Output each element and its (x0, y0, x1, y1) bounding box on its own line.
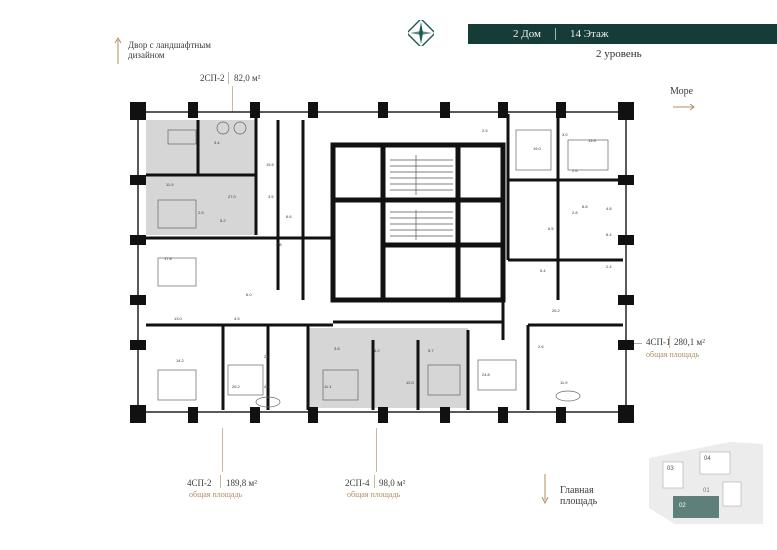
room-label: 4.5 (264, 384, 270, 389)
floor-label: 14 Этаж (570, 28, 609, 40)
room-label: 5.7 (428, 348, 434, 353)
unit-2sp2-divider (228, 72, 229, 84)
room-label: 6.0 (246, 292, 252, 297)
header-separator (555, 28, 557, 40)
room-label: 4.8 (606, 206, 612, 211)
room-label: 19.0 (533, 146, 542, 151)
room-label: 14.2 (176, 358, 185, 363)
unit-4sp2-id: 4СП-2 (187, 478, 212, 488)
room-label: 26.2 (552, 308, 561, 313)
partition-walls (146, 114, 623, 410)
room-label: 13.0 (174, 316, 183, 321)
floor-header-bar: 2 Дом 14 Этаж (468, 24, 777, 44)
unit-4sp2-divider (220, 475, 221, 488)
furniture (157, 121, 609, 408)
keyplan-block-02: 02 (679, 503, 686, 509)
room-label: 3.5 (268, 194, 274, 199)
floor-plan: 3.4 15.5 11.9 27.0 2.5 5.2 3.5 6.6 2.8 1… (130, 102, 634, 423)
unit-2sp2-area: 82,0 м² (234, 73, 261, 83)
room-label: 2.4 (606, 264, 612, 269)
facade-columns (130, 102, 634, 423)
room-label: 5.2 (220, 218, 226, 223)
keyplan-block-01: 01 (703, 488, 710, 494)
room-label: 15.5 (266, 162, 275, 167)
stairs (390, 155, 453, 240)
unit-2sp2-id: 2СП-2 (200, 73, 225, 83)
room-label: 2.8 (276, 242, 282, 247)
room-label: 13.9 (588, 138, 597, 143)
keyplan-block-04: 04 (704, 456, 711, 462)
unit-4sp1-divider (669, 336, 670, 348)
sea-label: Море (670, 86, 694, 97)
room-label: 3.8 (334, 346, 340, 351)
room-label: 12.0 (406, 380, 415, 385)
room-label: 8.4 (606, 232, 612, 237)
unit-2sp4-caption: общая площадь (347, 490, 401, 499)
square-arrow-icon (540, 472, 550, 511)
room-label: 26.2 (232, 384, 241, 389)
room-label: 17.8 (164, 256, 173, 261)
room-label: 2.6 (538, 344, 544, 349)
compass-logo-icon (405, 17, 437, 49)
room-label: 2.5 (198, 210, 204, 215)
unit-2sp2-leader (232, 86, 233, 114)
unit-4sp1-id: 4СП-1 (646, 337, 671, 347)
room-label: 2.6 (264, 354, 270, 359)
unit-4sp2-leader (222, 428, 223, 472)
key-plan: 01 02 03 04 (645, 438, 767, 528)
room-label: 24.8 (482, 372, 491, 377)
core-walls (330, 142, 506, 303)
room-label: 11.1 (324, 384, 332, 389)
unit-4sp1-caption: общая площадь (646, 350, 700, 359)
room-label: 6.5 (548, 226, 554, 231)
room-label: 11.9 (560, 380, 568, 385)
keyplan-block-03: 03 (667, 466, 674, 472)
room-label: 11.9 (166, 182, 174, 187)
room-label: 3.0 (562, 132, 568, 137)
unit-2sp4-divider (374, 475, 375, 488)
unit-2sp4-area: 98,0 м² (379, 478, 406, 488)
room-label: 5.4 (540, 268, 546, 273)
room-label: 8.8 (582, 204, 588, 209)
room-label: 4.5 (234, 316, 240, 321)
unit-4sp1-area: 280,1 м² (674, 337, 705, 347)
room-label: 27.0 (228, 194, 237, 199)
unit-2sp4-leader (376, 428, 377, 472)
unit-2sp2-fill (146, 120, 256, 235)
unit-2sp4-fill (308, 328, 468, 408)
room-label: 2.8 (572, 210, 578, 215)
courtyard-arrow-icon (113, 36, 123, 71)
room-label: 2.6 (572, 168, 578, 173)
room-label: 3.4 (214, 140, 220, 145)
sea-arrow-icon (672, 98, 696, 116)
square-label: Главная площадь (560, 485, 598, 507)
level-label: 2 уровень (596, 48, 642, 60)
room-label: 6.6 (286, 214, 292, 219)
room-label: 6.2 (374, 348, 380, 353)
unit-2sp4-id: 2СП-4 (345, 478, 370, 488)
courtyard-label: Двор с ландшафтным дизайном (128, 40, 211, 60)
room-label: 2.5 (482, 128, 488, 133)
building-label: 2 Дом (513, 28, 542, 40)
unit-4sp2-area: 189,8 м² (226, 478, 257, 488)
unit-4sp2-caption: общая площадь (189, 490, 243, 499)
room-labels: 3.4 15.5 11.9 27.0 2.5 5.2 3.5 6.6 2.8 1… (164, 128, 612, 389)
